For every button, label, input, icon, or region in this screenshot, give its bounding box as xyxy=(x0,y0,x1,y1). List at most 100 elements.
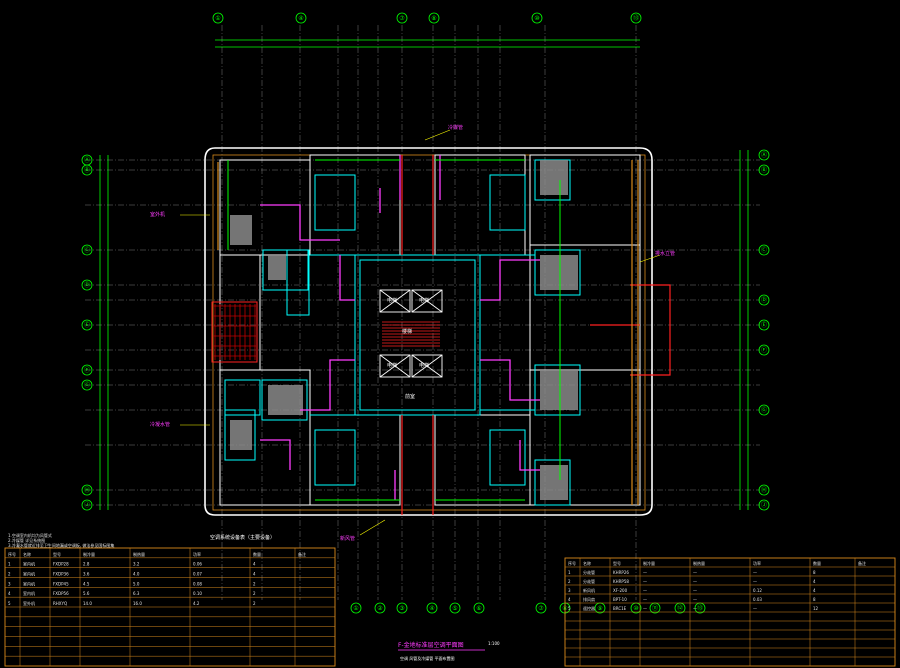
grid-bubble-right-6: Ⓖ xyxy=(758,404,770,416)
svg-text:Ⓙ: Ⓙ xyxy=(761,501,767,509)
svg-text:Ⓒ: Ⓒ xyxy=(84,246,90,254)
table-cell: FXDP36 xyxy=(53,572,69,577)
outdoor-unit-platform xyxy=(211,301,258,363)
table-cell: 4.5 xyxy=(83,581,90,586)
horizontal-axis-lines xyxy=(85,159,760,506)
table-cell: 3.2 xyxy=(133,562,140,567)
grid-bubble-left-4: Ⓔ xyxy=(81,319,93,331)
table-cell: — xyxy=(693,579,697,584)
table-cell: 4 xyxy=(813,588,816,593)
svg-text:⑧: ⑧ xyxy=(431,15,436,22)
table-cell: — xyxy=(693,597,697,602)
table-cell: 0.08 xyxy=(193,581,202,586)
table-header-cell: 备注 xyxy=(298,551,306,557)
table-header-cell: 备注 xyxy=(858,560,866,566)
svg-text:④: ④ xyxy=(429,605,434,612)
table-cell: 2 xyxy=(8,572,11,577)
grid-bubble-top-1: ④ xyxy=(295,12,307,24)
svg-text:Ⓖ: Ⓖ xyxy=(84,381,90,389)
table-header-cell: 序号 xyxy=(8,551,16,557)
table-header-cell: 名称 xyxy=(583,560,591,566)
svg-text:Ⓓ: Ⓓ xyxy=(761,296,767,304)
svg-text:④: ④ xyxy=(298,15,303,22)
table-cell: 室外机 xyxy=(23,600,35,606)
table-cell: 3 xyxy=(8,581,11,586)
table-cell: FXDP56 xyxy=(53,591,69,596)
table-cell: 4 xyxy=(253,562,256,567)
table-cell: 5 xyxy=(568,606,571,611)
grid-bubble-right-2: Ⓒ xyxy=(758,244,770,256)
top-dimension-line xyxy=(215,39,640,48)
table-cell: 1 xyxy=(8,562,11,567)
table-cell: 5.0 xyxy=(133,581,140,586)
table-cell: 5.6 xyxy=(83,591,90,596)
core-elevators xyxy=(379,289,443,378)
elevator-label-3: 电梯 xyxy=(387,363,398,369)
table-header-cell: 制热量 xyxy=(133,551,145,557)
svg-text:Ⓓ: Ⓓ xyxy=(84,281,90,289)
svg-text:①: ① xyxy=(215,15,220,22)
grid-bubble-bottom-4: ⑤ xyxy=(449,602,461,614)
table-cell: FXDP45 xyxy=(53,581,69,586)
table-cell: 新风机 xyxy=(583,587,595,593)
grid-bubble-bottom-9: ⑩ xyxy=(630,602,642,614)
callout-condensate: 冷凝水管 xyxy=(150,422,171,428)
svg-text:⑦: ⑦ xyxy=(399,15,405,22)
svg-text:⑦: ⑦ xyxy=(538,605,544,612)
svg-text:Ⓔ: Ⓔ xyxy=(761,321,767,329)
red-pipes xyxy=(401,155,671,515)
svg-text:Ⓗ: Ⓗ xyxy=(761,486,767,494)
table-header-cell: 名称 xyxy=(23,551,31,557)
table-cell: 2.8 xyxy=(83,562,90,567)
grid-bubble-bottom-1: ② xyxy=(374,602,386,614)
grid-bubble-bottom-6: ⑦ xyxy=(535,602,547,614)
stair-hatch xyxy=(382,321,440,347)
grid-bubble-bottom-10: ⑪ xyxy=(649,602,661,614)
elevator-label-2: 电梯 xyxy=(419,298,430,304)
table-cell: 6.3 xyxy=(133,591,140,596)
table-cell: 5 xyxy=(8,601,11,606)
table-cell: RHXYQ xyxy=(53,601,67,606)
svg-text:Ⓑ: Ⓑ xyxy=(761,166,767,174)
table-header-cell: 数量 xyxy=(253,551,261,557)
table-cell: 4 xyxy=(253,572,256,577)
table-cell: 室内机 xyxy=(23,590,35,596)
grid-bubble-left-1: Ⓑ xyxy=(81,164,93,176)
svg-text:⑫: ⑫ xyxy=(677,604,683,612)
table-cell: 8 xyxy=(813,597,816,602)
cyan-pipe-network xyxy=(224,159,581,506)
table-cell: 0.03 xyxy=(753,597,762,602)
svg-text:Ⓐ: Ⓐ xyxy=(761,151,767,159)
table-cell: 14.0 xyxy=(83,601,92,606)
table-header-cell: 序号 xyxy=(568,560,576,566)
svg-text:Ⓕ: Ⓕ xyxy=(761,346,767,354)
table-cell: 2 xyxy=(253,581,256,586)
room-partitions xyxy=(219,154,641,506)
table-cell: — xyxy=(693,570,697,575)
svg-text:⑬: ⑬ xyxy=(633,14,639,22)
grid-bubble-left-3: Ⓓ xyxy=(81,279,93,291)
elevator-label-1: 电梯 xyxy=(387,298,398,304)
table-cell: BPT-10 xyxy=(613,597,627,602)
svg-text:Ⓐ: Ⓐ xyxy=(84,156,90,164)
table-cell: 分歧管 xyxy=(583,569,595,575)
note-3: 3.冷凝水管就近排至卫生间地漏或空调板, 做法参见国标图集 xyxy=(8,543,115,548)
svg-text:⑥: ⑥ xyxy=(476,605,481,612)
grid-bubble-left-7: Ⓗ xyxy=(81,484,93,496)
table-cell: — xyxy=(753,570,757,575)
stair-label: 楼梯 xyxy=(402,329,413,335)
legend-heading: 空调系统设备表（主要设备） xyxy=(210,535,276,541)
table-cell: 0.12 xyxy=(753,588,762,593)
elevator-label-4: 电梯 xyxy=(419,363,430,369)
table-cell: 3 xyxy=(568,588,571,593)
callout-leaders xyxy=(180,129,661,536)
orange-strips xyxy=(217,160,639,505)
callout-outdoor-unit: 室外机 xyxy=(150,212,166,218)
table-cell: — xyxy=(753,606,757,611)
svg-text:⑤: ⑤ xyxy=(452,605,457,612)
table-cell: FXDP28 xyxy=(53,562,69,567)
drawing-title: F-金地标准层空调平面图 xyxy=(398,642,464,649)
